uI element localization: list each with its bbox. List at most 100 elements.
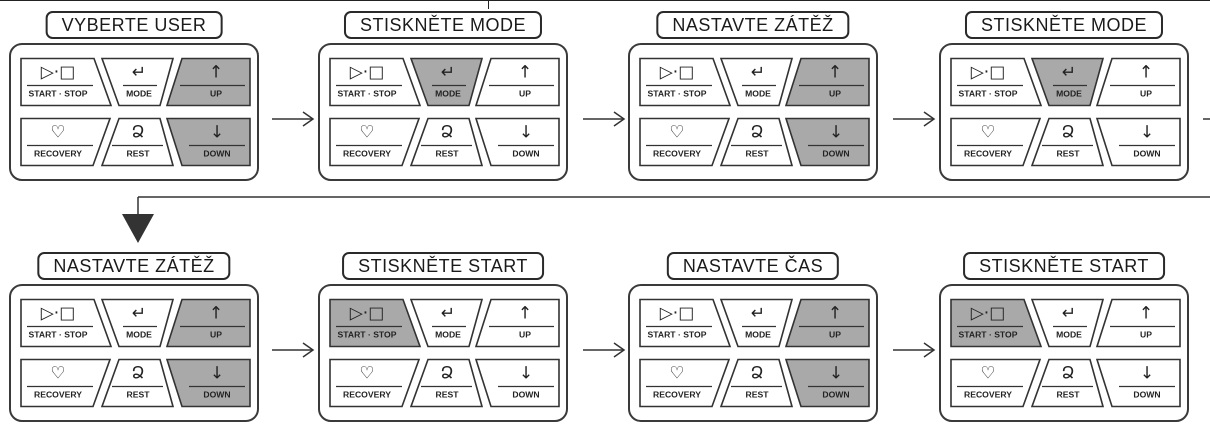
up-arrow-icon: ↑ [518,304,532,324]
recovery-label: RECOVERY [343,149,391,159]
down-label: DOWN [512,149,539,159]
recovery-button: ♡RECOVERY [950,358,1042,408]
rest-button-shape [719,117,794,167]
mode-button: ↵MODE [100,57,175,107]
start-stop-button-shape [20,57,113,107]
up-label: UP [519,89,531,99]
down-button-shape [165,358,251,408]
return-arrow-icon: ↵ [751,63,765,83]
rest-button-shape [719,358,794,408]
down-button: ↓DOWN [165,358,251,408]
down-button-shape [1095,117,1181,167]
recovery-label: RECOVERY [34,390,82,400]
mode-button-shape [719,57,794,107]
down-arrow-icon: ↓ [829,364,843,384]
start-stop-label: START · STOP [338,330,397,340]
recovery-button: ♡RECOVERY [639,358,731,408]
down-arrow-icon: ↓ [519,364,533,384]
mode-button-shape [409,57,484,107]
start-stop-button-shape [639,298,732,348]
return-arrow-icon: ↵ [751,304,765,324]
up-arrow-icon: ↑ [1139,304,1153,324]
rest-button: Ձ REST [1030,117,1105,167]
start-stop-button-shape [20,298,113,348]
up-button-shape [1095,298,1181,348]
up-button: ↑ UP [474,57,560,107]
step-8: STISKNĚTE START▷·□START · STOP↵MODE↑UP♡R… [939,252,1189,422]
down-button: ↓ DOWN [474,117,560,167]
start-stop-label: START · STOP [959,330,1018,340]
down-label: DOWN [512,390,539,400]
rest-icon: Ձ [1061,123,1074,143]
rest-icon: Ձ [750,123,763,143]
rest-icon: Ձ [131,364,144,384]
heart-pulse-icon: ♡ [50,123,65,143]
start-stop-button-shape [329,57,422,107]
play-stop-icon: ▷·□ [350,304,385,324]
down-arrow-icon: ↓ [1140,123,1154,143]
up-button: ↑UP [784,57,870,107]
heart-pulse-icon: ♡ [50,364,65,384]
step-3: NASTAVTE ZÁTĚŽ▷·□START · STOP↵MODE↑UP♡RE… [628,11,878,181]
recovery-label: RECOVERY [34,149,82,159]
step-5: NASTAVTE ZÁTĚŽ▷·□START · STOP↵MODE↑UP♡RE… [9,252,259,422]
recovery-button: ♡ RECOVERY [20,117,112,167]
up-button: ↑UP [1095,57,1181,107]
recovery-button: ♡RECOVERY [329,358,421,408]
down-arrow-icon: ↓ [519,123,533,143]
recovery-label: RECOVERY [653,390,701,400]
down-flow-arrowhead [122,214,154,243]
play-stop-icon: ▷·□ [41,63,76,83]
start-stop-button: ▷·□ START · STOP [329,298,422,348]
start-stop-button-shape [950,298,1043,348]
recovery-label: RECOVERY [653,149,701,159]
heart-pulse-icon: ♡ [359,364,374,384]
down-button: ↓DOWN [784,117,870,167]
mode-button-shape [100,57,175,107]
start-stop-label: START · STOP [648,330,707,340]
up-label: UP [829,89,841,99]
up-label: UP [210,330,222,340]
start-stop-button: ▷·□START · STOP [950,57,1043,107]
rest-label: REST [1057,149,1081,159]
rest-label: REST [127,149,151,159]
mode-label: MODE [126,89,152,99]
recovery-label: RECOVERY [964,390,1012,400]
down-label: DOWN [203,390,230,400]
heart-pulse-icon: ♡ [669,123,684,143]
up-arrow-icon: ↑ [828,304,842,324]
rest-button-shape [1030,358,1105,408]
recovery-button-shape [639,358,731,408]
rest-icon: Ձ [440,364,453,384]
recovery-button-shape [329,117,421,167]
heart-pulse-icon: ♡ [359,123,374,143]
mode-label: MODE [745,89,771,99]
play-stop-icon: ▷·□ [660,63,695,83]
return-arrow-icon: ↵ [441,304,455,324]
step-7: NASTAVTE ČAS▷·□START · STOP↵MODE↑UP♡RECO… [628,252,878,422]
mode-button-shape [719,298,794,348]
up-arrow-icon: ↑ [209,63,223,83]
up-button-shape [1095,57,1181,107]
up-button-shape [784,298,870,348]
down-arrow-icon: ↓ [1140,364,1154,384]
down-label: DOWN [1133,149,1160,159]
down-button: ↓DOWN [165,117,251,167]
start-stop-label: START · STOP [648,89,707,99]
up-arrow-icon: ↑ [518,63,532,83]
rest-icon: Ձ [440,123,453,143]
mode-button-shape [1030,57,1105,107]
down-button-shape [784,117,870,167]
mode-button: ↵MODE [719,298,794,348]
start-stop-button: ▷·□START · STOP [950,298,1043,348]
start-stop-button: ▷·□START · STOP [20,57,113,107]
